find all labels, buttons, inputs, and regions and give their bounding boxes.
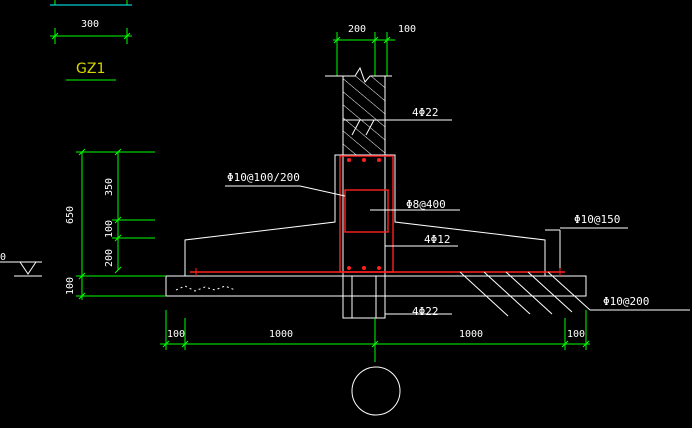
elevation-marker: 0 xyxy=(0,252,42,277)
label-top-bars: 4Φ22 xyxy=(412,106,439,119)
label-slope-bars: Φ10@150 xyxy=(574,213,620,226)
dim-bottom-left: 1000 xyxy=(269,329,293,340)
dim-pad: 100 xyxy=(65,277,76,295)
label-bottom-bars: 4Φ22 xyxy=(412,305,439,318)
label-slab-bars: Φ10@200 xyxy=(603,295,649,308)
dim-200: 200 xyxy=(104,249,115,267)
dim-bottom-right: 1000 xyxy=(459,329,483,340)
label-stirrup-main: Φ10@100/200 xyxy=(227,171,300,184)
dim-350: 350 xyxy=(104,178,115,196)
break-line xyxy=(325,66,392,83)
label-stirrup-inner: Φ8@400 xyxy=(406,198,446,211)
col-left-dim: 200 xyxy=(348,24,366,35)
leader-stirrup-main xyxy=(225,185,346,197)
axis-bubble xyxy=(351,366,401,416)
elevation-label: 0 xyxy=(0,252,6,263)
dim-650: 650 xyxy=(65,206,76,224)
dim-bottom-right-edge: 100 xyxy=(567,329,585,340)
col-right-dim: 100 xyxy=(398,24,416,35)
rebar xyxy=(190,155,565,276)
drawing-title: GZ1 xyxy=(76,61,105,77)
bottom-dimensions: 100 1000 1000 100 xyxy=(160,310,590,362)
leader-slab-bars xyxy=(459,271,690,317)
column-stub xyxy=(342,275,386,319)
leader-top-bars xyxy=(343,119,452,136)
top-width-label: 300 xyxy=(81,19,99,30)
top-width-dimension: 300 xyxy=(50,0,132,44)
label-mid-bars: 4Φ12 xyxy=(424,233,451,246)
dim-100-mid: 100 xyxy=(104,220,115,238)
left-vertical-dimensions: 650 350 100 200 100 xyxy=(65,148,166,300)
column-top-dimension: 200 100 xyxy=(333,24,416,76)
dim-bottom-left-edge: 100 xyxy=(167,329,185,340)
